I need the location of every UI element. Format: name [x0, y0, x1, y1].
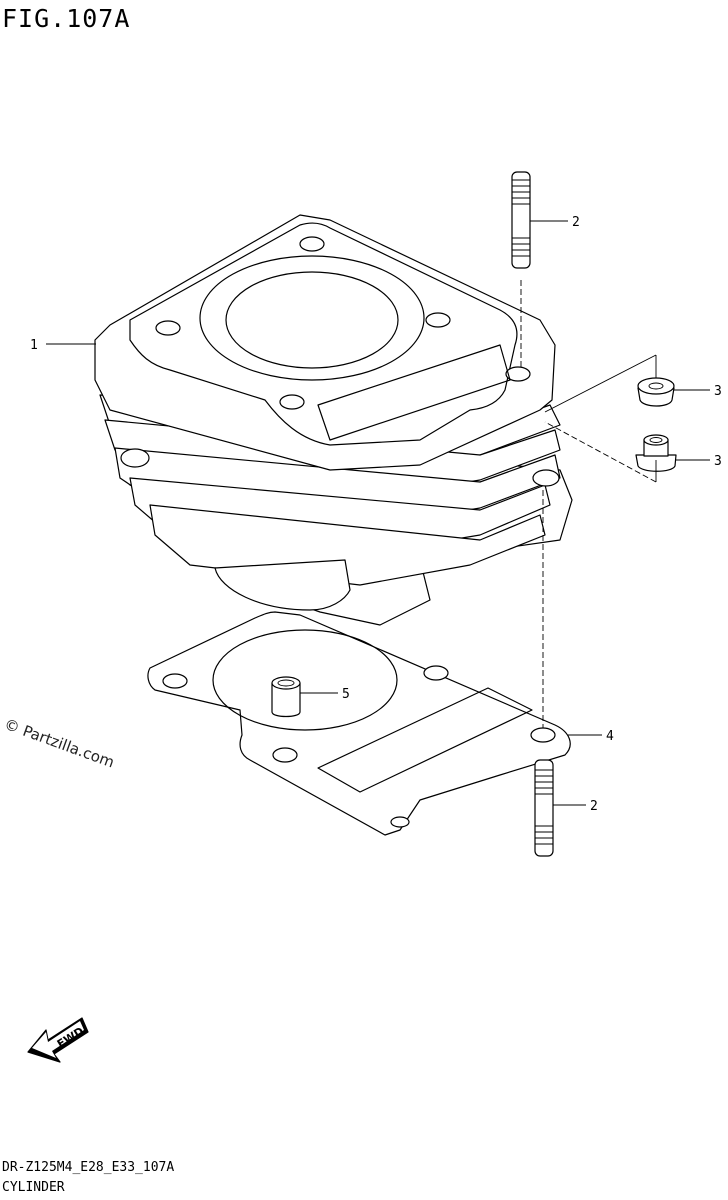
callout-5: 5	[300, 687, 350, 702]
stud-bolt-lower-part[interactable]	[534, 490, 554, 857]
callout-2-upper-label: 2	[572, 215, 580, 230]
callout-4: 4	[568, 729, 614, 744]
nut-upper-part[interactable]	[637, 377, 675, 407]
callout-3-lower-label: 3	[714, 454, 722, 469]
cylinder-part[interactable]	[94, 214, 573, 626]
callout-2-lower-label: 2	[590, 799, 598, 814]
callout-3-upper: 3	[674, 384, 722, 399]
callout-4-label: 4	[606, 729, 614, 744]
callout-2-lower: 2	[553, 799, 598, 814]
figure-title: FIG.107A	[2, 4, 131, 33]
fwd-arrow-icon: FWD	[27, 1017, 89, 1063]
stud-bolt-upper-part[interactable]	[511, 171, 531, 370]
callout-3-lower: 3	[676, 454, 722, 469]
diagram-name: CYLINDER	[2, 1180, 65, 1195]
dowel-pin-part[interactable]	[271, 676, 301, 718]
callout-3-upper-label: 3	[714, 384, 722, 399]
callout-1: 1	[30, 338, 96, 353]
nut-lower-part[interactable]	[635, 434, 677, 472]
diagram-code: DR-Z125M4_E28_E33_107A	[2, 1160, 175, 1175]
callout-2-upper: 2	[530, 215, 580, 230]
nut-guide-lines	[544, 354, 657, 483]
base-gasket-part[interactable]	[147, 611, 571, 836]
callout-1-label: 1	[30, 338, 38, 353]
callout-5-label: 5	[342, 687, 350, 702]
